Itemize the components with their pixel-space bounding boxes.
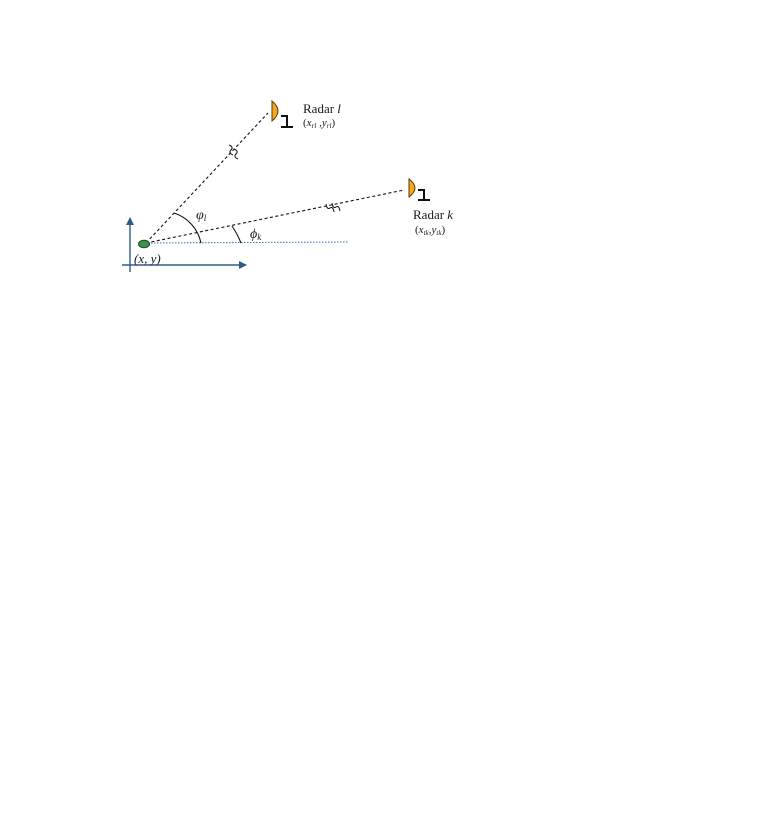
- phi-l-symbol: φ: [196, 208, 204, 223]
- coord-sep: ,: [428, 224, 432, 236]
- radar-k-dish-icon: [408, 177, 430, 201]
- coord-y: y: [431, 224, 437, 236]
- paren-close: ): [441, 224, 446, 236]
- target-coordinates-label: (x, y): [134, 252, 161, 265]
- target-point: [138, 239, 150, 249]
- radar-k-coordinates: (xtk,ytk): [415, 225, 445, 237]
- angle-arc-phi-l: [173, 212, 202, 244]
- angle-arc-phi-k: [231, 225, 242, 244]
- coord-y-sub: rl: [326, 122, 332, 130]
- radar-l-index: l: [337, 101, 341, 116]
- phi-k-sub: k: [257, 232, 262, 242]
- coord-sep: ,: [316, 117, 322, 129]
- coord-y-sub: tk: [436, 229, 442, 237]
- radar-l-dish-icon: [271, 99, 293, 128]
- radar-k-name: Radar: [413, 207, 445, 222]
- radar-k-label: Radar k: [413, 208, 453, 221]
- phi-k-symbol: ϕ: [250, 227, 258, 242]
- coord-x-sub: tk: [423, 229, 429, 237]
- horizontal-reference-line: [147, 241, 349, 244]
- paren-close: ): [331, 117, 336, 129]
- radar-k-index: k: [447, 207, 454, 222]
- paren-open: (: [303, 117, 307, 129]
- radar-l-label: Radar l: [303, 102, 341, 115]
- coord-x: x: [418, 224, 424, 236]
- coord-y: y: [321, 117, 327, 129]
- angle-label-phi-k: ϕk: [250, 228, 261, 242]
- paren-open: (: [415, 224, 419, 236]
- target-coordinates-text: (x, y): [134, 251, 161, 266]
- phi-l-sub: l: [203, 213, 207, 223]
- radar-l-coordinates: (xrl ,yrl): [303, 118, 335, 130]
- line-to-radar-l: [145, 112, 269, 244]
- line-to-radar-k: [145, 189, 405, 244]
- break-mark-k: [325, 202, 341, 213]
- coord-x-sub: rl: [311, 122, 317, 130]
- radar-l-name: Radar: [303, 101, 335, 116]
- coord-x: x: [306, 117, 312, 129]
- angle-label-phi-l: φl: [196, 209, 206, 223]
- break-mark-l: [228, 144, 239, 160]
